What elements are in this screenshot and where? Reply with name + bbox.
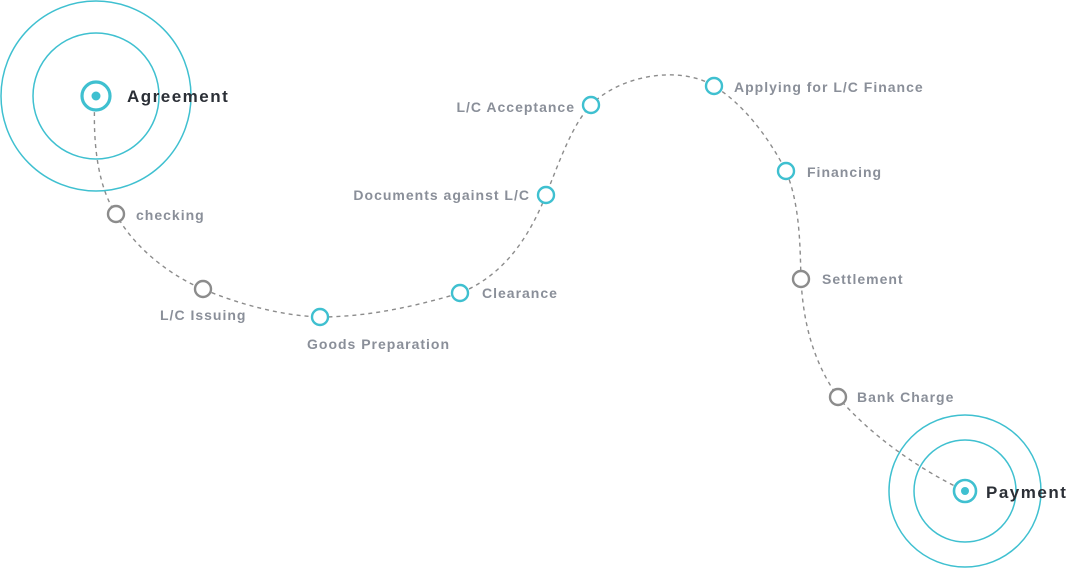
step-label: Bank Charge — [857, 389, 954, 405]
step-label: checking — [136, 207, 205, 223]
step-marker — [776, 161, 796, 181]
step-label: Goods Preparation — [307, 336, 450, 352]
step-label: L/C Acceptance — [456, 99, 575, 115]
start-label: Agreement — [127, 87, 229, 106]
start-inner-halo — [32, 32, 160, 160]
step-marker — [193, 279, 213, 299]
step-label: Settlement — [822, 271, 904, 287]
step-marker — [310, 307, 330, 327]
step-marker — [536, 185, 556, 205]
start-node: Agreement — [0, 0, 229, 192]
end-label: Payment — [986, 483, 1067, 502]
step-marker — [450, 283, 470, 303]
step-checking: checking — [106, 204, 205, 224]
step-label: Documents against L/C — [353, 187, 530, 203]
step-lc-issuing: L/C Issuing — [160, 279, 246, 323]
step-clearance: Clearance — [450, 283, 558, 303]
start-dot — [91, 91, 101, 101]
step-financing: Financing — [776, 161, 882, 181]
step-settlement: Settlement — [791, 269, 904, 289]
step-bank-charge: Bank Charge — [828, 387, 954, 407]
step-label: Financing — [807, 164, 882, 180]
step-marker — [704, 76, 724, 96]
step-marker — [106, 204, 126, 224]
step-label: Applying for L/C Finance — [734, 79, 924, 95]
end-dot — [961, 487, 969, 495]
step-marker — [581, 95, 601, 115]
step-goods-preparation: Goods Preparation — [307, 307, 450, 352]
end-inner-halo — [913, 439, 1017, 543]
end-node: Payment — [888, 414, 1067, 568]
step-marker — [791, 269, 811, 289]
end-outer-halo — [888, 414, 1042, 568]
step-documents-against-lc: Documents against L/C — [353, 185, 556, 205]
step-label: Clearance — [482, 285, 558, 301]
step-applying-for-lc-finance: Applying for L/C Finance — [704, 76, 924, 96]
start-outer-halo — [0, 0, 192, 192]
step-marker — [828, 387, 848, 407]
step-lc-acceptance: L/C Acceptance — [456, 95, 601, 115]
route-path — [93, 74, 966, 492]
step-label: L/C Issuing — [160, 307, 246, 323]
